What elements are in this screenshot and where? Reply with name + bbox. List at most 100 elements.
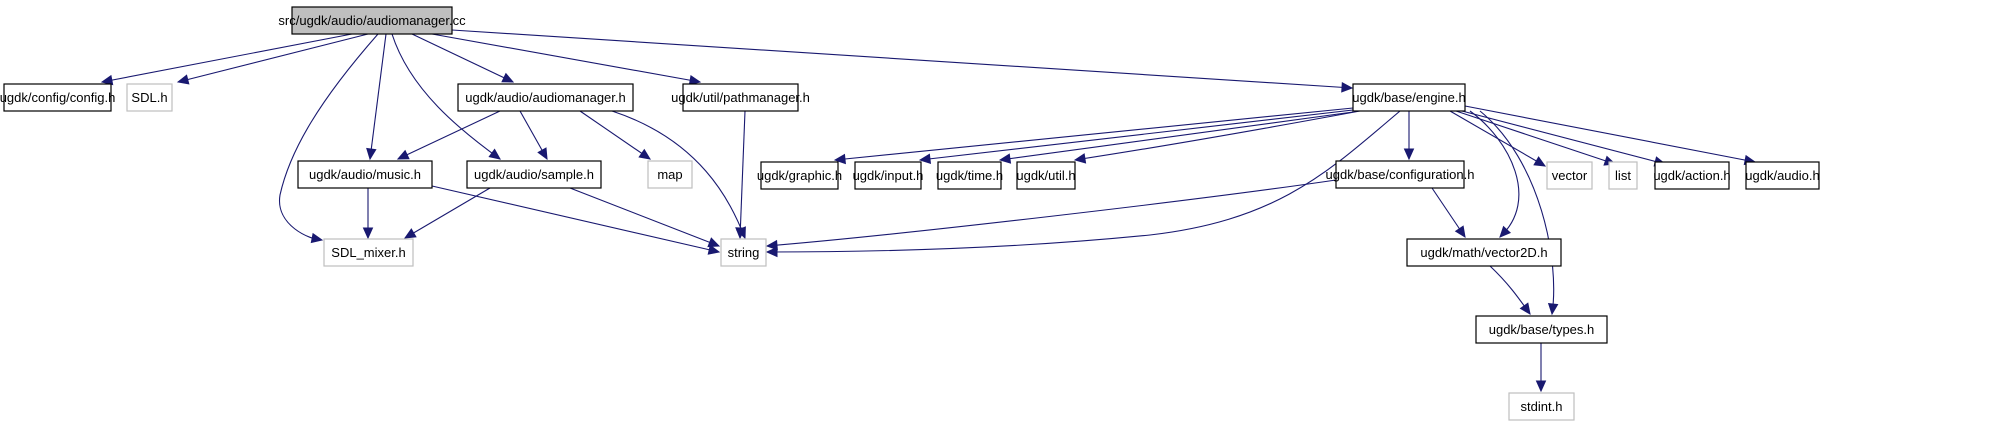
- node-configuration[interactable]: ugdk/base/configuration.h: [1326, 160, 1475, 189]
- node-box: [1335, 160, 1465, 189]
- edge-engine-to-configuration: [1403, 111, 1415, 161]
- arrowhead-icon: [1403, 148, 1415, 161]
- node-music[interactable]: ugdk/audio/music.h: [297, 160, 433, 189]
- node-label: ugdk/math/vector2D.h: [1420, 245, 1547, 260]
- node-label: ugdk/audio.h: [1745, 168, 1819, 183]
- node-box: [291, 6, 453, 35]
- node-label: vector: [1552, 168, 1588, 183]
- edge-root-to-engine: [451, 29, 1354, 93]
- edge-line: [739, 110, 746, 239]
- arrowhead-icon: [918, 153, 932, 165]
- node-box: [854, 161, 922, 190]
- arrowhead-icon: [1454, 225, 1466, 239]
- node-audio[interactable]: ugdk/audio.h: [1745, 161, 1820, 190]
- arrowhead-icon: [537, 147, 548, 161]
- edge-line: [1449, 110, 1546, 167]
- edge-line: [611, 110, 746, 239]
- edge-audiomanager_h-to-map: [579, 110, 652, 160]
- edge-line: [279, 33, 379, 241]
- node-label: SDL_mixer.h: [331, 245, 405, 260]
- edge-line: [431, 33, 701, 83]
- arrowhead-icon: [833, 153, 846, 165]
- edge-line: [1479, 110, 1555, 315]
- node-box: [1546, 161, 1593, 190]
- node-types[interactable]: ugdk/base/types.h: [1475, 315, 1608, 344]
- edge-line: [451, 29, 1353, 89]
- node-label: ugdk/action.h: [1653, 168, 1730, 183]
- arrowhead-icon: [1535, 380, 1547, 393]
- node-time[interactable]: ugdk/time.h: [936, 161, 1003, 190]
- node-stdint: stdint.h: [1508, 392, 1575, 421]
- edges-layer: [100, 29, 1757, 393]
- edge-pathmanager-to-string: [735, 110, 746, 240]
- node-box: [1508, 392, 1575, 421]
- node-label: ugdk/input.h: [853, 168, 924, 183]
- edge-line: [1464, 105, 1756, 163]
- node-string: string: [720, 238, 767, 267]
- node-list: list: [1608, 161, 1638, 190]
- node-util[interactable]: ugdk/util.h: [1016, 161, 1076, 190]
- node-box: [323, 238, 414, 267]
- arrowhead-icon: [403, 228, 417, 239]
- node-label: string: [728, 245, 760, 260]
- node-sdl: SDL.h: [126, 83, 173, 112]
- edge-line: [569, 187, 720, 247]
- node-label: ugdk/util.h: [1016, 168, 1075, 183]
- node-sdl-mixer: SDL_mixer.h: [323, 238, 414, 267]
- edge-line: [766, 110, 1401, 253]
- edge-root-to-sample: [391, 33, 501, 160]
- edge-vector2d-to-types: [1489, 265, 1531, 315]
- node-input[interactable]: ugdk/input.h: [853, 161, 924, 190]
- node-pathmanager[interactable]: ugdk/util/pathmanager.h: [671, 83, 810, 112]
- node-audiomanager-h[interactable]: ugdk/audio/audiomanager.h: [457, 83, 634, 112]
- node-label: ugdk/config/config.h: [0, 90, 115, 105]
- arrowhead-icon: [362, 227, 374, 240]
- arrowhead-icon: [310, 232, 324, 244]
- node-label: ugdk/base/configuration.h: [1326, 167, 1475, 182]
- arrowhead-icon: [501, 72, 515, 83]
- node-box: [3, 83, 112, 112]
- edge-sample-to-string: [569, 187, 721, 248]
- node-sample[interactable]: ugdk/audio/sample.h: [466, 160, 602, 189]
- node-box: [682, 83, 799, 112]
- edge-line: [404, 187, 491, 239]
- arrowhead-icon: [1547, 302, 1559, 316]
- arrowhead-icon: [638, 148, 652, 160]
- node-label: ugdk/graphic.h: [757, 168, 842, 183]
- arrowhead-icon: [688, 74, 702, 86]
- arrowhead-icon: [735, 227, 746, 240]
- arrowhead-icon: [100, 74, 114, 86]
- arrowhead-icon: [707, 244, 721, 255]
- edge-line: [391, 33, 501, 160]
- node-label: SDL.h: [131, 90, 167, 105]
- node-engine[interactable]: ugdk/base/engine.h: [1352, 83, 1466, 112]
- edge-engine-to-util: [1073, 110, 1361, 164]
- node-box: [297, 160, 433, 189]
- arrowhead-icon: [396, 149, 410, 160]
- edge-engine-to-graphic: [833, 107, 1354, 165]
- node-label: ugdk/time.h: [936, 168, 1003, 183]
- node-box: [760, 161, 839, 190]
- node-label: ugdk/base/engine.h: [1352, 90, 1465, 105]
- edge-line: [369, 33, 387, 160]
- edge-line: [397, 110, 501, 160]
- edge-line: [1455, 110, 1616, 165]
- node-vector2d[interactable]: ugdk/math/vector2D.h: [1406, 238, 1562, 267]
- edge-line: [411, 33, 514, 83]
- arrowhead-icon: [176, 74, 190, 85]
- node-action[interactable]: ugdk/action.h: [1653, 161, 1731, 190]
- node-label: ugdk/base/types.h: [1489, 322, 1595, 337]
- arrowhead-icon: [707, 237, 721, 248]
- edge-root-to-sdl_mixer: [279, 33, 379, 244]
- node-graphic[interactable]: ugdk/graphic.h: [757, 161, 842, 190]
- node-box: [1352, 83, 1466, 112]
- edge-audiomanager_h-to-sample: [519, 110, 548, 161]
- edge-root-to-audiomanager_h: [411, 33, 515, 83]
- node-label: ugdk/audio/music.h: [309, 167, 421, 182]
- node-root[interactable]: src/ugdk/audio/audiomanager.cc: [278, 6, 466, 35]
- edge-line: [579, 110, 651, 160]
- edge-configuration-to-vector2d: [1431, 187, 1466, 239]
- node-config[interactable]: ugdk/config/config.h: [0, 83, 115, 112]
- node-label: ugdk/audio/sample.h: [474, 167, 594, 182]
